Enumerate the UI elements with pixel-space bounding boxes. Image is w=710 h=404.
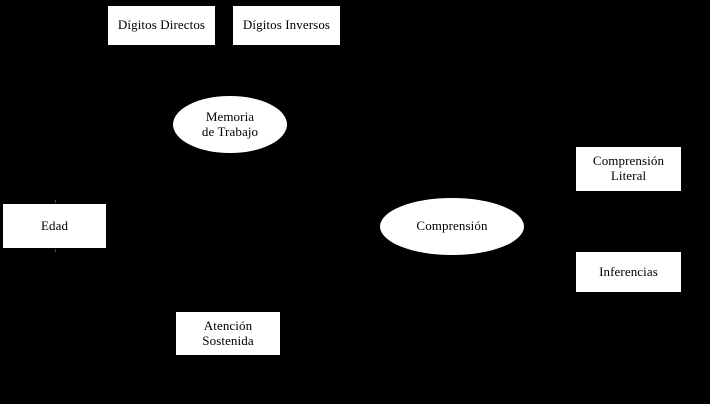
node-memoria-de-trabajo[interactable]: Memoria de Trabajo: [173, 96, 287, 153]
node-digitos-directos-label: Dígitos Directos: [117, 17, 206, 33]
node-inferencias-label: Inferencias: [599, 263, 658, 279]
node-comprension-literal[interactable]: Comprensión Literal: [575, 146, 682, 192]
node-comprension-label: Comprensión: [416, 218, 488, 234]
edge-atencion-to-comprension: [280, 247, 395, 331]
node-atencion-sostenida-label: Atención Sostenida: [202, 317, 254, 348]
node-comprension-literal-label: Comprensión Literal: [592, 153, 665, 183]
node-digitos-directos[interactable]: Dígitos Directos: [107, 5, 216, 46]
edge-comprension-to-literal: [515, 174, 576, 213]
arrow-stub-edad-bottom: [55, 246, 56, 252]
edge-group: [54, 45, 576, 331]
node-digitos-inversos[interactable]: Dígitos Inversos: [232, 5, 341, 46]
node-edad[interactable]: Edad: [2, 203, 107, 249]
edge-memoria-to-comprension: [279, 139, 393, 206]
edge-memoria-to-digitos-directos: [169, 45, 216, 97]
node-comprension[interactable]: Comprensión: [380, 198, 524, 255]
edge-memoria-to-digitos-inversos: [247, 45, 287, 97]
node-inferencias[interactable]: Inferencias: [575, 251, 682, 293]
edge-edad-to-atencion: [54, 248, 197, 312]
arrow-stub-edad-top: [55, 200, 56, 205]
edge-comprension-to-inferencias: [515, 240, 576, 267]
node-edad-label: Edad: [40, 217, 69, 233]
node-digitos-inversos-label: Dígitos Inversos: [242, 17, 331, 33]
node-memoria-de-trabajo-label: Memoria de Trabajo: [201, 108, 259, 139]
node-atencion-sostenida[interactable]: Atención Sostenida: [175, 311, 281, 356]
edge-edad-to-memoria: [54, 132, 181, 204]
